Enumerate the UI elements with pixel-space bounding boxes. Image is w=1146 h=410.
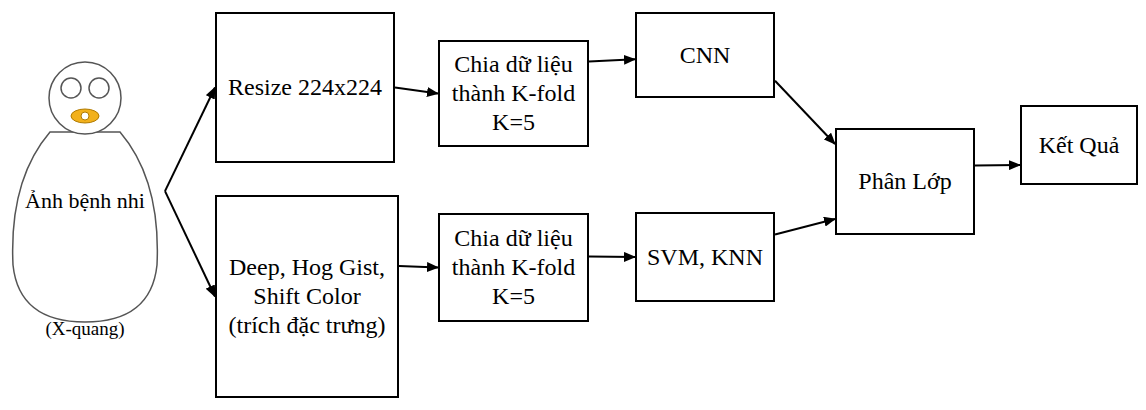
node-sublabel: (X-quang)	[15, 318, 155, 341]
arrow-connector	[165, 191, 215, 296]
arrow-connector	[775, 219, 835, 235]
node-label: Resize 224x224	[228, 73, 382, 102]
node-label: Phân Lớp	[858, 167, 951, 196]
arrow-connector	[399, 266, 438, 267]
node-label: Chia dữ liệu thành K-fold K=5	[448, 224, 579, 310]
process-box: CNN	[635, 12, 775, 98]
arrow-connector	[395, 88, 438, 94]
process-box: Chia dữ liệu thành K-fold K=5	[438, 40, 589, 147]
arrow-connector	[775, 81, 835, 144]
node-label: Kết Quả	[1039, 131, 1120, 160]
node-label: Ảnh bệnh nhi	[25, 188, 145, 214]
node-label: Deep, Hog Gist, Shift Color (trích đặc t…	[225, 253, 389, 339]
node-label: CNN	[680, 41, 731, 70]
arrow-connector	[589, 256, 635, 258]
process-box: Resize 224x224	[215, 12, 395, 163]
process-box: Chia dữ liệu thành K-fold K=5	[438, 213, 589, 322]
arrow-connector	[589, 59, 635, 61]
process-box: Phân Lớp	[835, 128, 975, 235]
patient-figure: Ảnh bệnh nhi (X-quang)	[5, 60, 165, 345]
arrow-connector	[975, 164, 1020, 166]
arrow-connector	[165, 88, 215, 192]
process-box: Deep, Hog Gist, Shift Color (trích đặc t…	[215, 195, 399, 398]
node-label: Chia dữ liệu thành K-fold K=5	[448, 50, 579, 136]
process-box: Kết Quả	[1020, 105, 1138, 185]
node-label: SVM, KNN	[647, 243, 763, 272]
process-box: SVM, KNN	[635, 212, 775, 302]
